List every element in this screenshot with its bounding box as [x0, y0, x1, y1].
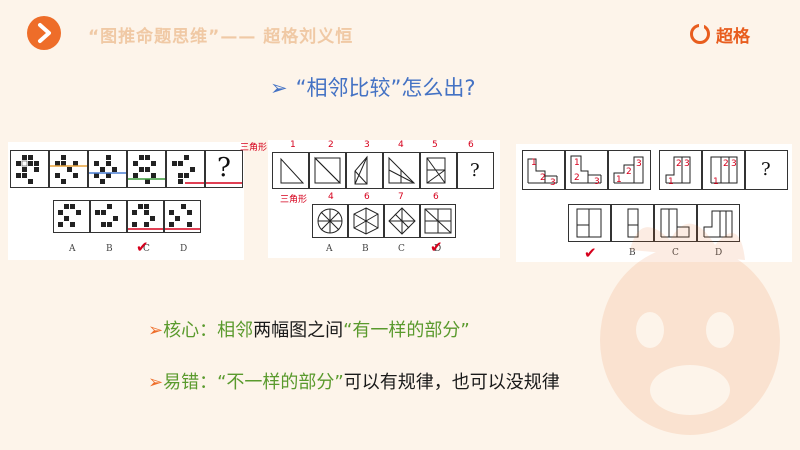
bullet-core: ➢核心：相邻两幅图之间“有一样的部分” — [148, 316, 470, 342]
bullet-label: 核心： — [163, 320, 218, 341]
bullet-arrow-icon: ➢ — [148, 372, 164, 393]
cell-number-3: 3 — [364, 140, 370, 150]
option-label-d: D — [434, 244, 442, 254]
bullet-arrow-icon: ➢ — [148, 320, 164, 341]
question-mark: ? — [761, 159, 771, 180]
bullet-text-part: 可以有规律，也可以没规律 — [343, 372, 560, 393]
brand-c-icon — [690, 24, 710, 44]
mascot-watermark-icon — [600, 223, 780, 435]
option-label-c: C — [143, 244, 150, 254]
option-label-c: C — [398, 244, 405, 254]
option-cell-c[interactable] — [127, 200, 164, 233]
sequence-cell-2 — [309, 152, 346, 189]
option-cell-a[interactable] — [568, 204, 611, 242]
option-label-b: B — [362, 244, 369, 254]
option-cell-b[interactable] — [611, 204, 654, 242]
option-cell-d[interactable] — [164, 200, 201, 233]
option-cell-a[interactable] — [53, 200, 90, 233]
brand-logo: 超格 — [690, 22, 750, 47]
bullet-label: 易错： — [163, 372, 218, 393]
option-cell-a[interactable] — [312, 204, 348, 238]
option-label-d: D — [180, 244, 188, 254]
page-title: ➢ “相邻比较”怎么出? — [270, 72, 476, 102]
next-arrow-button[interactable] — [27, 16, 61, 50]
option-number-a: 4 — [328, 192, 334, 202]
option-label-b: B — [106, 244, 113, 254]
title-arrow-icon: ➢ — [270, 76, 288, 100]
sequence-cell-2 — [49, 150, 88, 188]
option-cell-d[interactable] — [420, 204, 456, 238]
sequence-cell-5 — [420, 152, 457, 189]
option-cell-b[interactable] — [348, 204, 384, 238]
correct-check-icon: ✔ — [136, 238, 149, 256]
option-label-b: B — [629, 248, 636, 258]
cell-number-5: 5 — [432, 140, 438, 150]
sequence-cell-3 — [88, 150, 127, 188]
option-number-d: 6 — [433, 192, 439, 202]
triangle-tag-top: 三角形 — [240, 143, 268, 153]
option-label-a: A — [326, 244, 333, 254]
option-label-a: A — [69, 244, 76, 254]
question-cell: ? — [745, 150, 788, 190]
sequence-cell-1 — [10, 150, 49, 188]
question-mark: ? — [470, 160, 480, 181]
page-title-text: “相邻比较”怎么出? — [295, 76, 476, 100]
header-bar: “图推命题思维”—— 超格刘义恒 超格 — [0, 0, 800, 55]
option-cell-b[interactable] — [90, 200, 127, 233]
bullet-text-part: 相邻 — [217, 320, 254, 341]
option-number-b: 6 — [364, 192, 370, 202]
question-mark: ? — [217, 153, 231, 183]
puzzle-panel-1: ? A B C D ✔ — [8, 142, 244, 260]
question-cell: ? — [457, 152, 494, 189]
option-cell-d[interactable] — [697, 204, 740, 242]
brand-name: 超格 — [716, 26, 750, 47]
option-label-c: C — [672, 248, 679, 258]
bullet-text-part: “有一样的部分” — [343, 320, 470, 341]
header-title: “图推命题思维”—— 超格刘义恒 — [88, 27, 354, 47]
sequence-cell-4 — [383, 152, 420, 189]
bullet-text-part: “不一样的部分” — [217, 372, 344, 393]
correct-check-icon: ✔ — [584, 244, 597, 262]
cell-number-1: 1 — [290, 140, 296, 150]
correct-check-icon: ✔ — [430, 238, 443, 256]
option-label-d: D — [715, 248, 722, 258]
chevron-right-icon — [38, 23, 51, 43]
cell-number-4: 4 — [398, 140, 404, 150]
cell-number-6: 6 — [468, 140, 474, 150]
bullet-text-part: 两幅图之间 — [253, 320, 344, 341]
cell-number-2: 2 — [328, 140, 334, 150]
puzzle-panel-2: 三角形 1 2 3 4 5 6 ? 三角形 4 6 7 6 A B C D ✔ — [240, 140, 500, 258]
option-number-c: 7 — [398, 192, 404, 202]
puzzle-panel-3: 123 123 123 123 123 ? ✔ B C D — [516, 144, 792, 262]
sequence-cell-4 — [127, 150, 166, 188]
triangle-tag-bottom: 三角形 — [280, 195, 308, 205]
sequence-cell-3 — [346, 152, 383, 189]
option-cell-c[interactable] — [384, 204, 420, 238]
option-cell-c[interactable] — [654, 204, 697, 242]
question-cell: ? — [205, 150, 243, 188]
sequence-cell-5 — [166, 150, 205, 188]
bullet-pitfall: ➢易错：“不一样的部分”可以有规律，也可以没规律 — [148, 368, 560, 394]
sequence-cell-1 — [272, 152, 309, 189]
